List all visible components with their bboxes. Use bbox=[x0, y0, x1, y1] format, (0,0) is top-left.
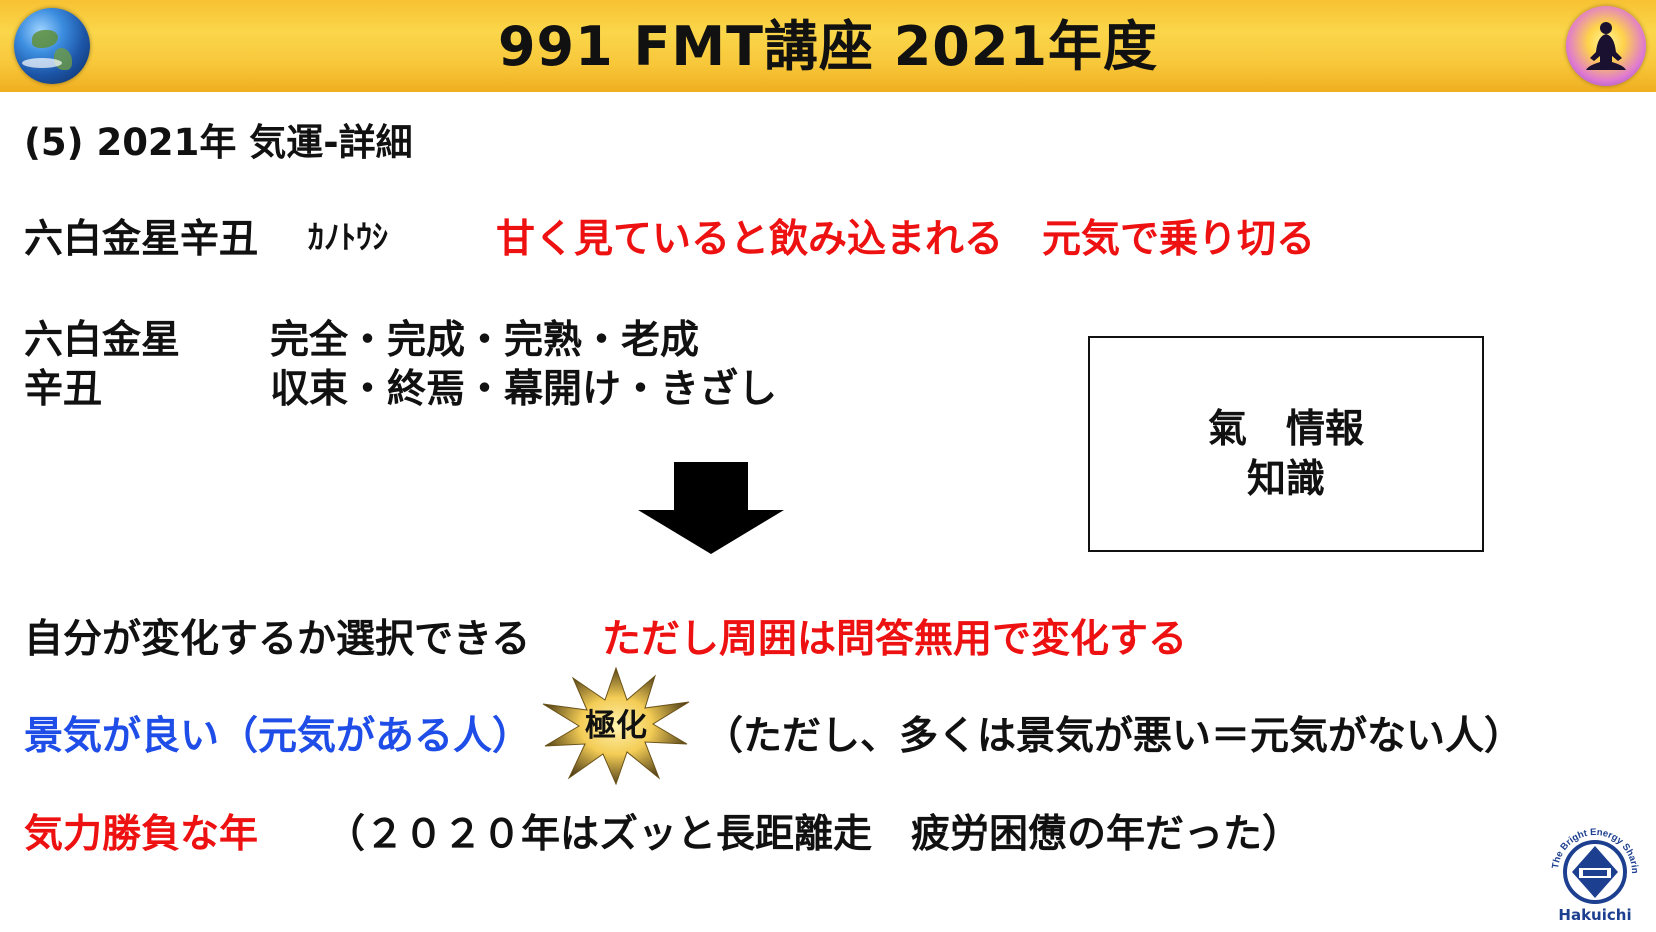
warning-text: 甘く見ていると飲み込まれる 元気で乗り切る bbox=[496, 217, 1316, 262]
star-keywords: 完全・完成・完熟・老成 bbox=[270, 318, 700, 363]
hakuichi-logo-icon: The Bright Energy Sharing bbox=[1542, 816, 1640, 904]
katakana-reading: ｶﾉﾄｳｼ bbox=[308, 218, 389, 256]
choice-text: 自分が変化するか選択できる bbox=[24, 617, 531, 662]
earth-globe-icon bbox=[14, 8, 90, 84]
info-box-line2: 知識 bbox=[1246, 457, 1325, 502]
star-name-label: 六白金星 bbox=[24, 318, 181, 363]
zodiac-keywords: 収束・終焉・幕開け・きざし bbox=[270, 367, 778, 412]
section-heading: (5) 2021年 気運-詳細 bbox=[24, 121, 413, 164]
info-box: 氣 情報 知識 bbox=[1088, 336, 1484, 552]
down-arrow-icon bbox=[638, 462, 784, 554]
info-box-line1: 氣 情報 bbox=[1207, 407, 1364, 452]
meditation-figure-icon bbox=[1566, 6, 1646, 86]
good-economy-text: 景気が良い（元気がある人） bbox=[24, 714, 532, 759]
burst-label: 極化 bbox=[585, 708, 647, 744]
slide-title: 991 FMT講座 2021年度 bbox=[497, 15, 1159, 78]
last-year-note: （２０２０年はズッと長距離走 疲労困憊の年だった） bbox=[326, 812, 1302, 857]
polarization-burst-icon: 極化 bbox=[541, 666, 691, 786]
zodiac-label: 辛丑 bbox=[24, 367, 103, 412]
willpower-year-text: 気力勝負な年 bbox=[24, 812, 259, 857]
bad-economy-note: （ただし、多くは景気が悪い＝元気がない人） bbox=[704, 714, 1524, 759]
star-label: 六白金星辛丑 bbox=[24, 217, 259, 262]
title-banner bbox=[0, 0, 1656, 92]
logo-name: Hakuichi bbox=[1558, 906, 1632, 924]
change-warning-text: ただし周囲は問答無用で変化する bbox=[602, 617, 1188, 662]
